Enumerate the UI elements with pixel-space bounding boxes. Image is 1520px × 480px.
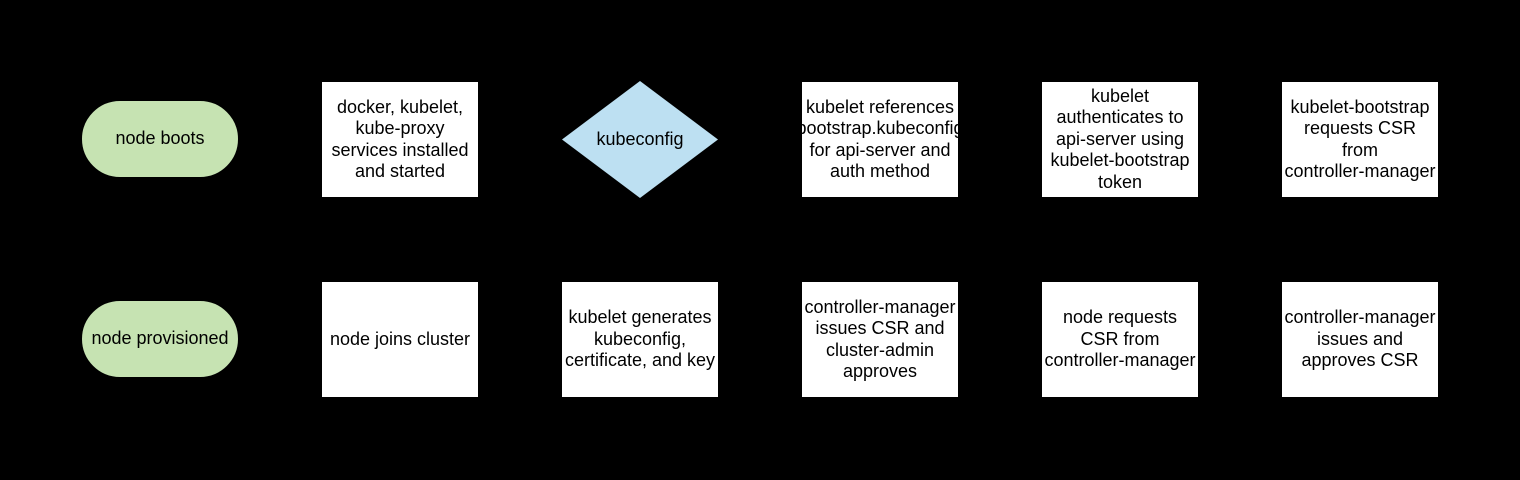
process-kubelet-references-bootstrap-kubeconfig: kubelet references bootstrap.kubeconfig …: [801, 81, 959, 198]
process-controller-manager-issues-and-approves-csr: controller-manager issues and approves C…: [1281, 281, 1439, 398]
process-services-installed: docker, kubelet, kube-proxy services ins…: [321, 81, 479, 198]
process-controller-manager-issues-csr-cluster-admin-approves: controller-manager issues CSR and cluste…: [801, 281, 959, 398]
process-kubelet-bootstrap-requests-csr: kubelet-bootstrap requests CSR from cont…: [1281, 81, 1439, 198]
terminal-node-provisioned: node provisioned: [81, 300, 239, 378]
process-node-joins-cluster: node joins cluster: [321, 281, 479, 398]
process-node-requests-csr: node requests CSR from controller-manage…: [1041, 281, 1199, 398]
decision-kubeconfig: kubeconfig: [562, 81, 718, 198]
process-kubelet-authenticates-to-api-server: kubelet authenticates to api-server usin…: [1041, 81, 1199, 198]
process-kubelet-generates-kubeconfig: kubelet generates kubeconfig, certificat…: [561, 281, 719, 398]
terminal-node-boots: node boots: [81, 100, 239, 178]
